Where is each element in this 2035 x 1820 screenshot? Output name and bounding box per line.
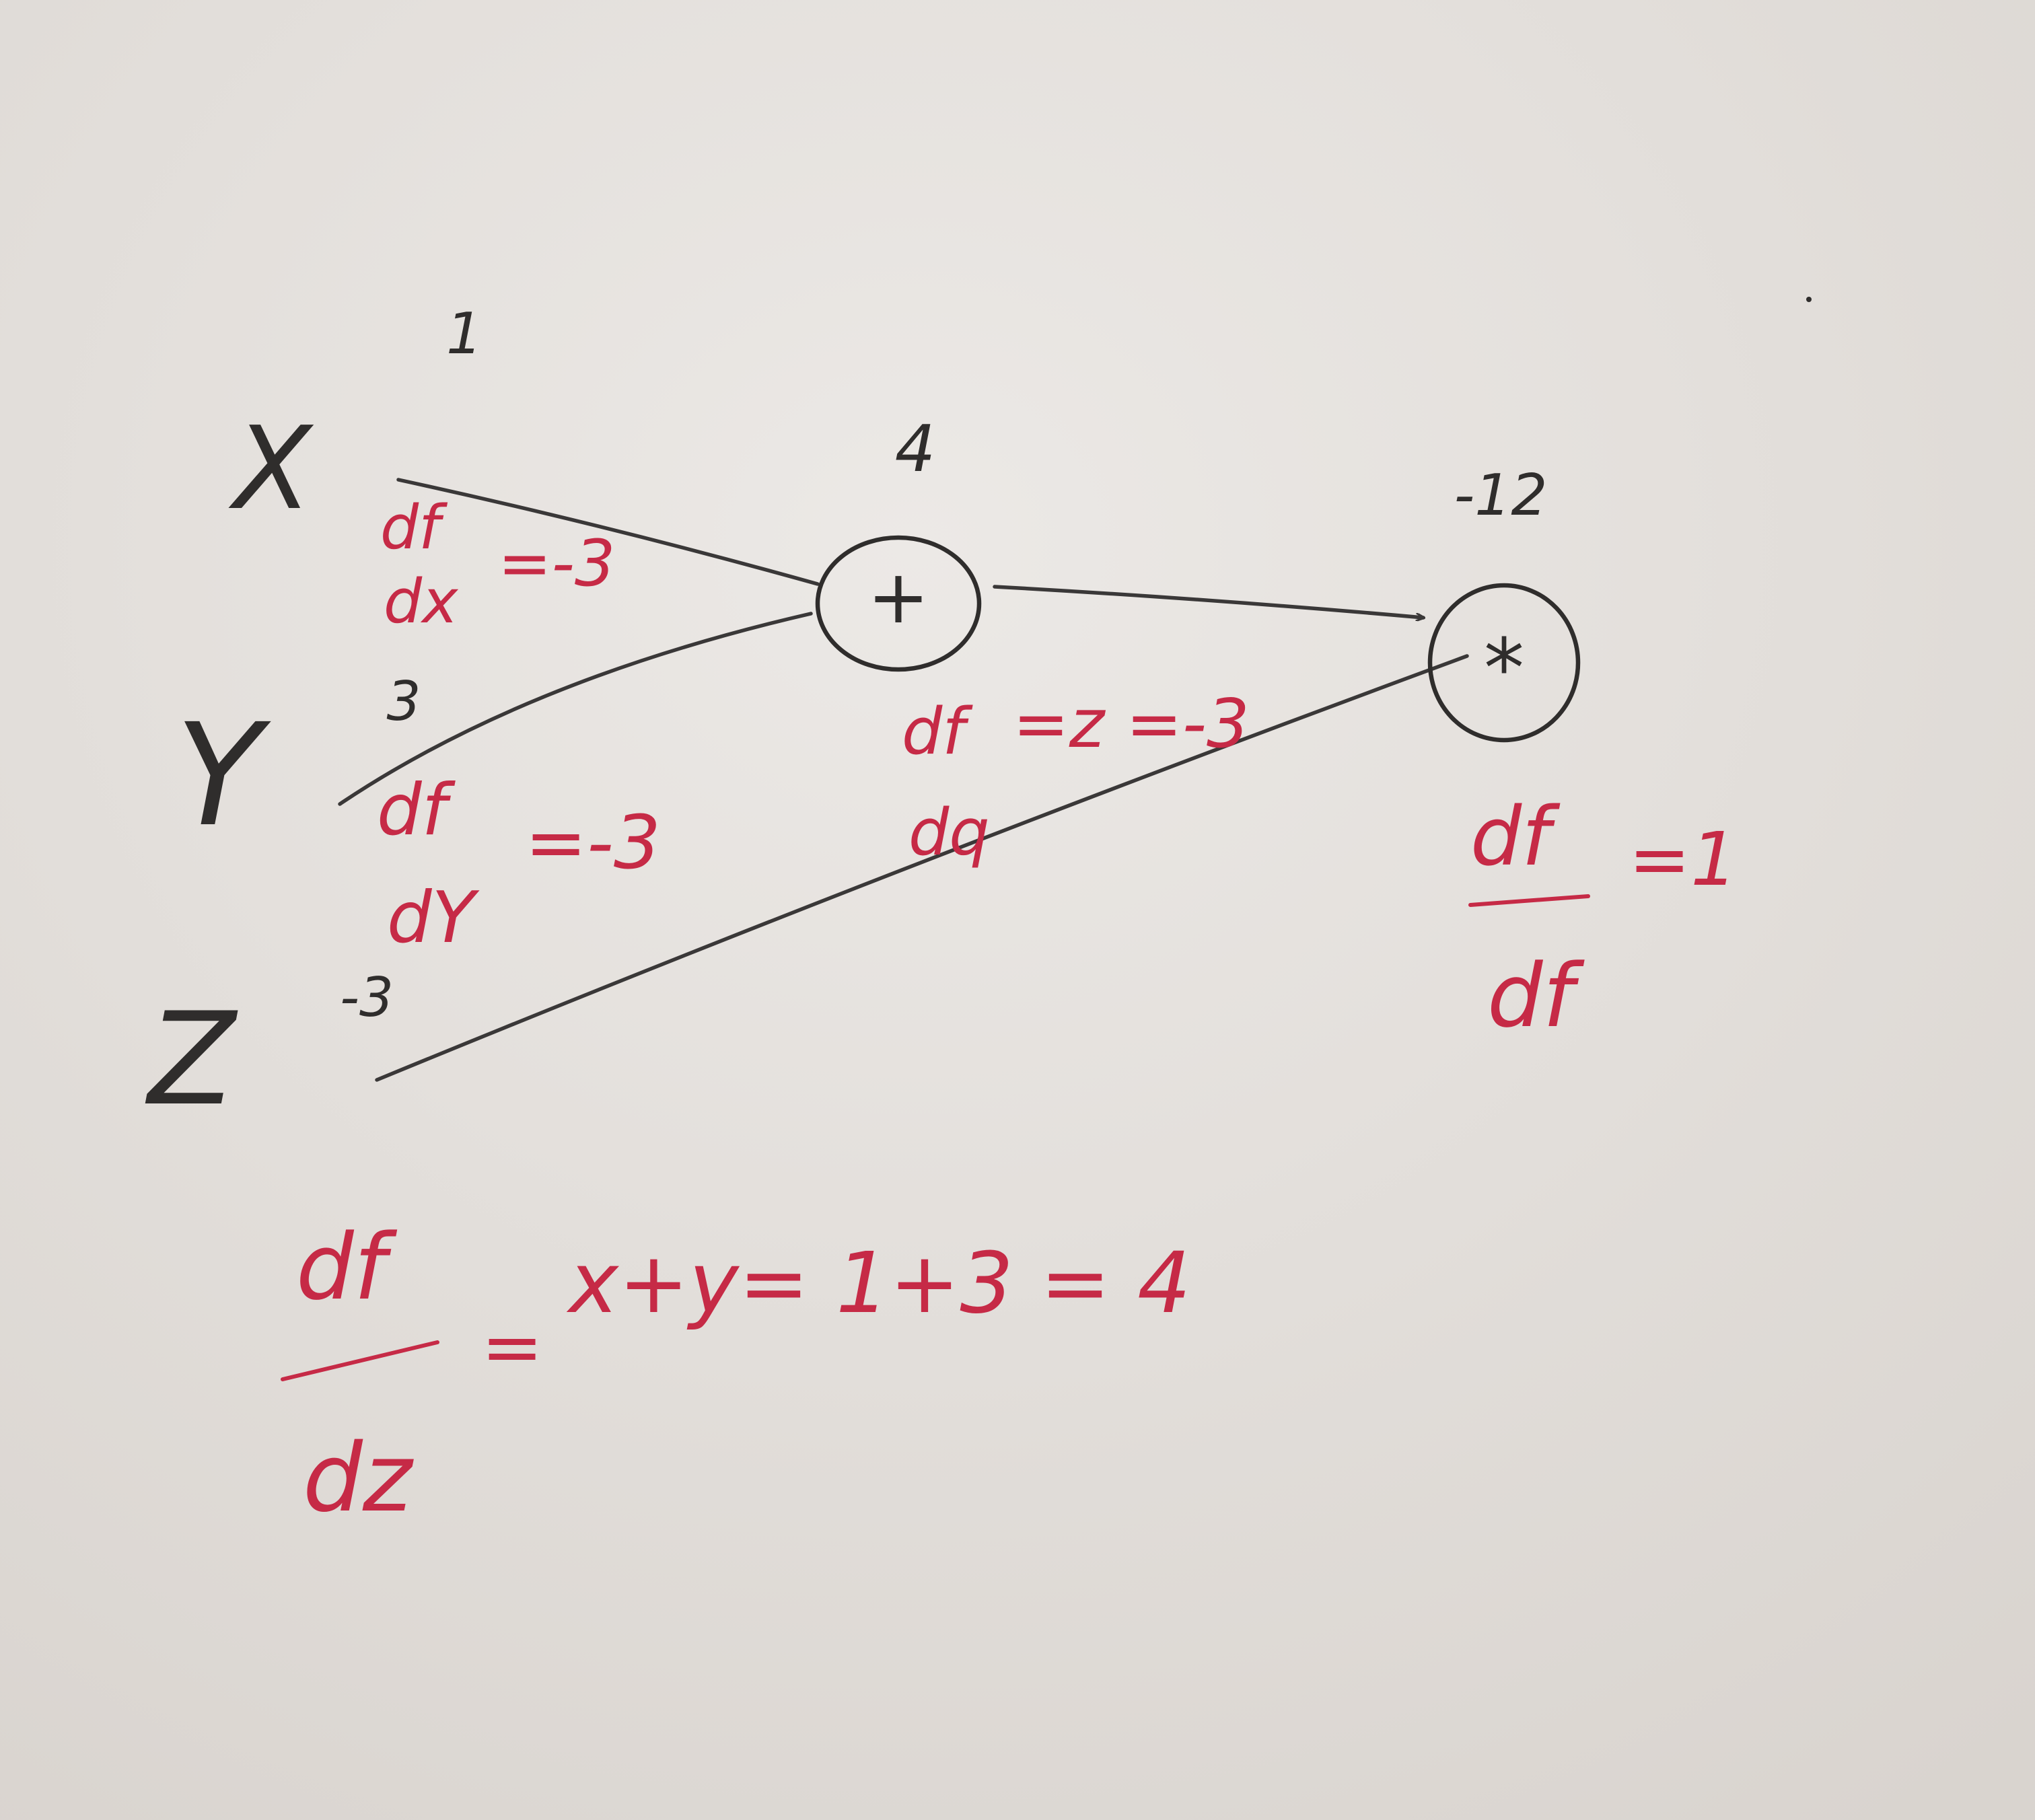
input-x-value: 1 xyxy=(446,301,483,367)
input-y-label: Y xyxy=(176,693,271,858)
gradient-z-equals: = xyxy=(481,1304,543,1390)
mul-node: * xyxy=(1427,583,1581,743)
input-z-value: -3 xyxy=(340,966,394,1029)
gradient-q-value: =z =-3 xyxy=(1013,684,1250,763)
add-node-symbol: + xyxy=(867,554,929,640)
edge-z-to-mul xyxy=(375,654,1469,1082)
input-y-value: 3 xyxy=(387,670,421,733)
gradient-z: df dz = x+y= 1+3 = 4 xyxy=(281,1214,1191,1533)
add-node-value: 4 xyxy=(895,412,935,486)
gradient-y: df dY =-3 xyxy=(377,769,661,959)
gradient-z-fraction-bar xyxy=(281,1340,439,1381)
gradient-f-fraction-bar xyxy=(1468,894,1590,907)
gradient-y-value: =-3 xyxy=(525,799,661,885)
gradient-q-denominator: dq xyxy=(908,796,990,870)
gradient-f-value: =1 xyxy=(1629,816,1738,902)
gradient-x-value: =-3 xyxy=(498,527,615,601)
edge-add-to-mul xyxy=(993,585,1423,618)
gradient-z-numerator: df xyxy=(296,1214,398,1320)
input-x-label: X xyxy=(228,402,314,536)
gradient-z-denominator: dz xyxy=(303,1424,415,1533)
gradient-y-denominator: dY xyxy=(387,877,480,959)
gradient-x-numerator: df xyxy=(380,493,448,563)
gradient-f: df df =1 xyxy=(1468,791,1738,1047)
gradient-f-numerator: df xyxy=(1470,791,1561,884)
edge-x-to-add xyxy=(396,478,820,586)
gradient-y-numerator: df xyxy=(377,769,456,851)
edge-y-to-add xyxy=(338,612,813,806)
gradient-f-denominator: df xyxy=(1487,945,1585,1047)
gradient-x: df dx =-3 xyxy=(380,493,615,637)
add-node: + xyxy=(815,535,982,672)
mul-node-symbol: * xyxy=(1484,622,1524,716)
gradient-q-numerator: df xyxy=(902,695,973,769)
gradient-q: df dq =z =-3 xyxy=(902,684,1250,870)
gradient-z-expression: x+y= 1+3 = 4 xyxy=(566,1235,1191,1332)
mul-node-value: -12 xyxy=(1454,462,1548,529)
ink-dot xyxy=(1806,297,1812,302)
gradient-x-denominator: dx xyxy=(384,567,459,637)
input-z-label: Z xyxy=(145,985,238,1134)
